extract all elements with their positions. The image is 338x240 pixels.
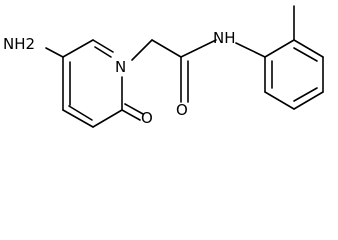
atom-labels: NH2 N O NH O — [3, 29, 236, 127]
bond-c2-o-double — [124, 103, 144, 115]
amino-group-label: NH2 — [3, 35, 35, 53]
bond-c1-c2-aryl — [264, 39, 295, 58]
bond-c5-nh2 — [45, 47, 64, 58]
chemical-structure-diagram: NH2 N O NH O — [3, 5, 324, 128]
bond-n1-ch2 — [131, 39, 153, 61]
bond-c2-c3 — [92, 109, 123, 128]
bond-c6-n1-double — [94, 46, 112, 58]
amide-nitrogen-label: NH — [213, 29, 236, 47]
bond-camide-nh — [180, 39, 217, 58]
pyridinone-ring — [45, 39, 144, 128]
amide-oxygen-label: O — [176, 101, 188, 119]
bond-nh-phenyl — [235, 42, 266, 58]
tolyl-ring — [264, 5, 324, 110]
bond-c3-c4-double — [68, 105, 93, 121]
bond-c4-c5-aryl — [293, 91, 324, 110]
bond-c5-c6 — [62, 39, 94, 58]
bond-c2-c3-aryl — [293, 39, 324, 58]
bond-c4-c5-aryl-double — [293, 87, 318, 102]
bond-ch2-camide — [151, 39, 182, 58]
bond-c3-c4 — [62, 109, 94, 128]
acetamide-linker — [131, 39, 266, 103]
ring-oxygen-label: O — [141, 109, 153, 127]
bond-c2-o — [121, 109, 141, 121]
bond-c5-c6-aryl — [264, 91, 295, 110]
bond-c2-c3-aryl-double — [293, 47, 318, 62]
bond-c6-n1 — [92, 39, 114, 53]
ring-nitrogen-label: N — [115, 58, 126, 76]
